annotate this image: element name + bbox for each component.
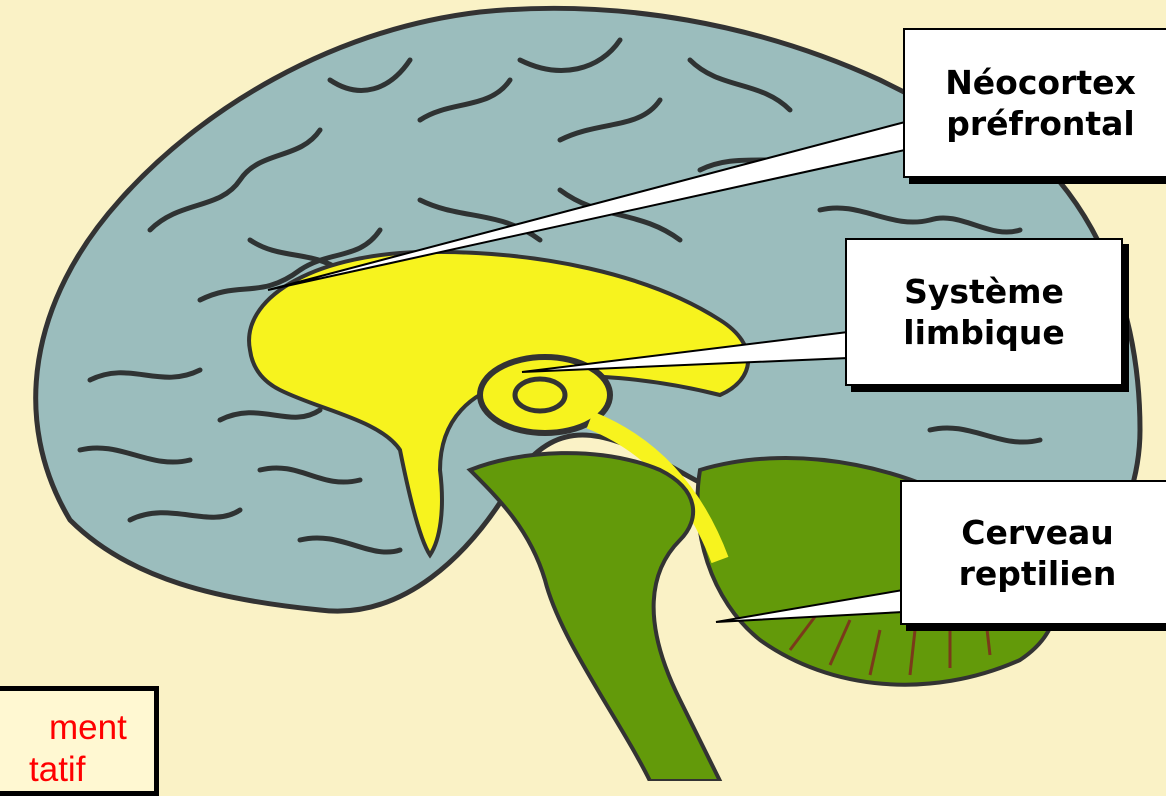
reptilian-label-line1: Cerveau <box>961 512 1114 553</box>
reptilian-label-line2: reptilien <box>959 553 1117 594</box>
corner-note: ment tatif <box>0 686 159 796</box>
limbic-label-line1: Système <box>904 271 1064 312</box>
neocortex-label-line1: Néocortex <box>945 62 1136 103</box>
reptilian-label: Cerveau reptilien <box>900 480 1166 625</box>
corner-note-line2: tatif <box>9 749 154 791</box>
neocortex-label: Néocortex préfrontal <box>903 28 1166 178</box>
neocortex-label-line2: préfrontal <box>946 103 1134 144</box>
corner-note-line1: ment <box>9 707 154 749</box>
thalamus-inner <box>515 379 565 411</box>
limbic-label: Système limbique <box>845 238 1123 386</box>
brainstem-region <box>470 453 720 781</box>
limbic-label-line2: limbique <box>903 312 1064 353</box>
